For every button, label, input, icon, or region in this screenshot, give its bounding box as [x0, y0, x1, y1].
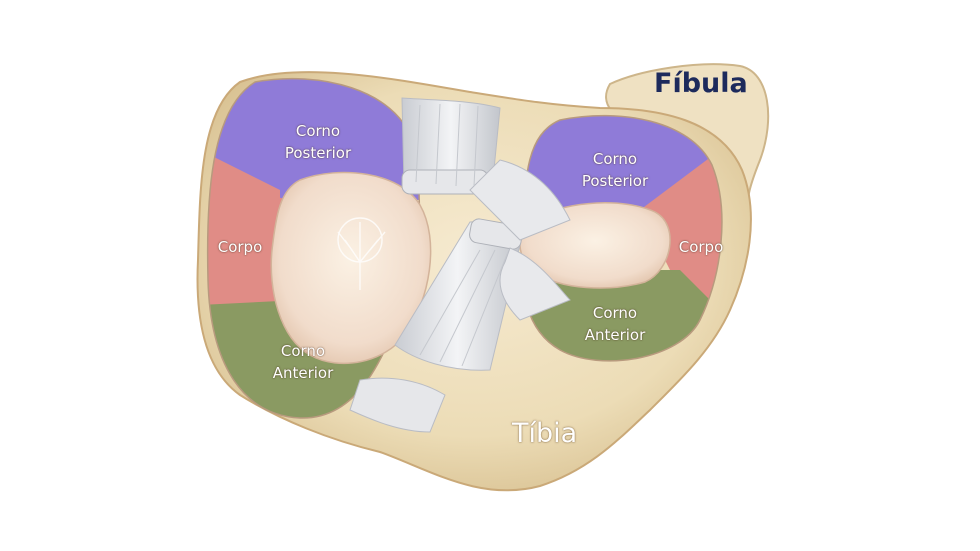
lateral-posterior-horn-line1: Corno — [592, 150, 638, 168]
medial-anterior-horn-label: Corno Anterior — [253, 340, 353, 384]
medial-posterior-horn-label: Corno Posterior — [268, 120, 368, 164]
tree-watermark-icon — [337, 217, 386, 290]
lateral-body-label: Corpo — [678, 238, 724, 256]
medial-anterior-horn-line2: Anterior — [272, 364, 334, 382]
medial-anterior-horn-line1: Corno — [280, 342, 326, 360]
lateral-posterior-horn-line2: Posterior — [581, 172, 649, 190]
cruciate-ligaments — [349, 97, 571, 433]
lateral-posterior-horn-label: Corno Posterior — [565, 148, 665, 192]
medial-posterior-horn-line2: Posterior — [284, 144, 352, 162]
medial-posterior-horn-line1: Corno — [295, 122, 341, 140]
lateral-anterior-horn-label: Corno Anterior — [565, 302, 665, 346]
fibula-label: Fíbula — [654, 68, 748, 99]
lateral-anterior-horn-line2: Anterior — [584, 326, 646, 344]
medial-body-label: Corpo — [217, 238, 263, 256]
tibia-label: Tíbia — [512, 418, 578, 449]
lateral-anterior-horn-line1: Corno — [592, 304, 638, 322]
